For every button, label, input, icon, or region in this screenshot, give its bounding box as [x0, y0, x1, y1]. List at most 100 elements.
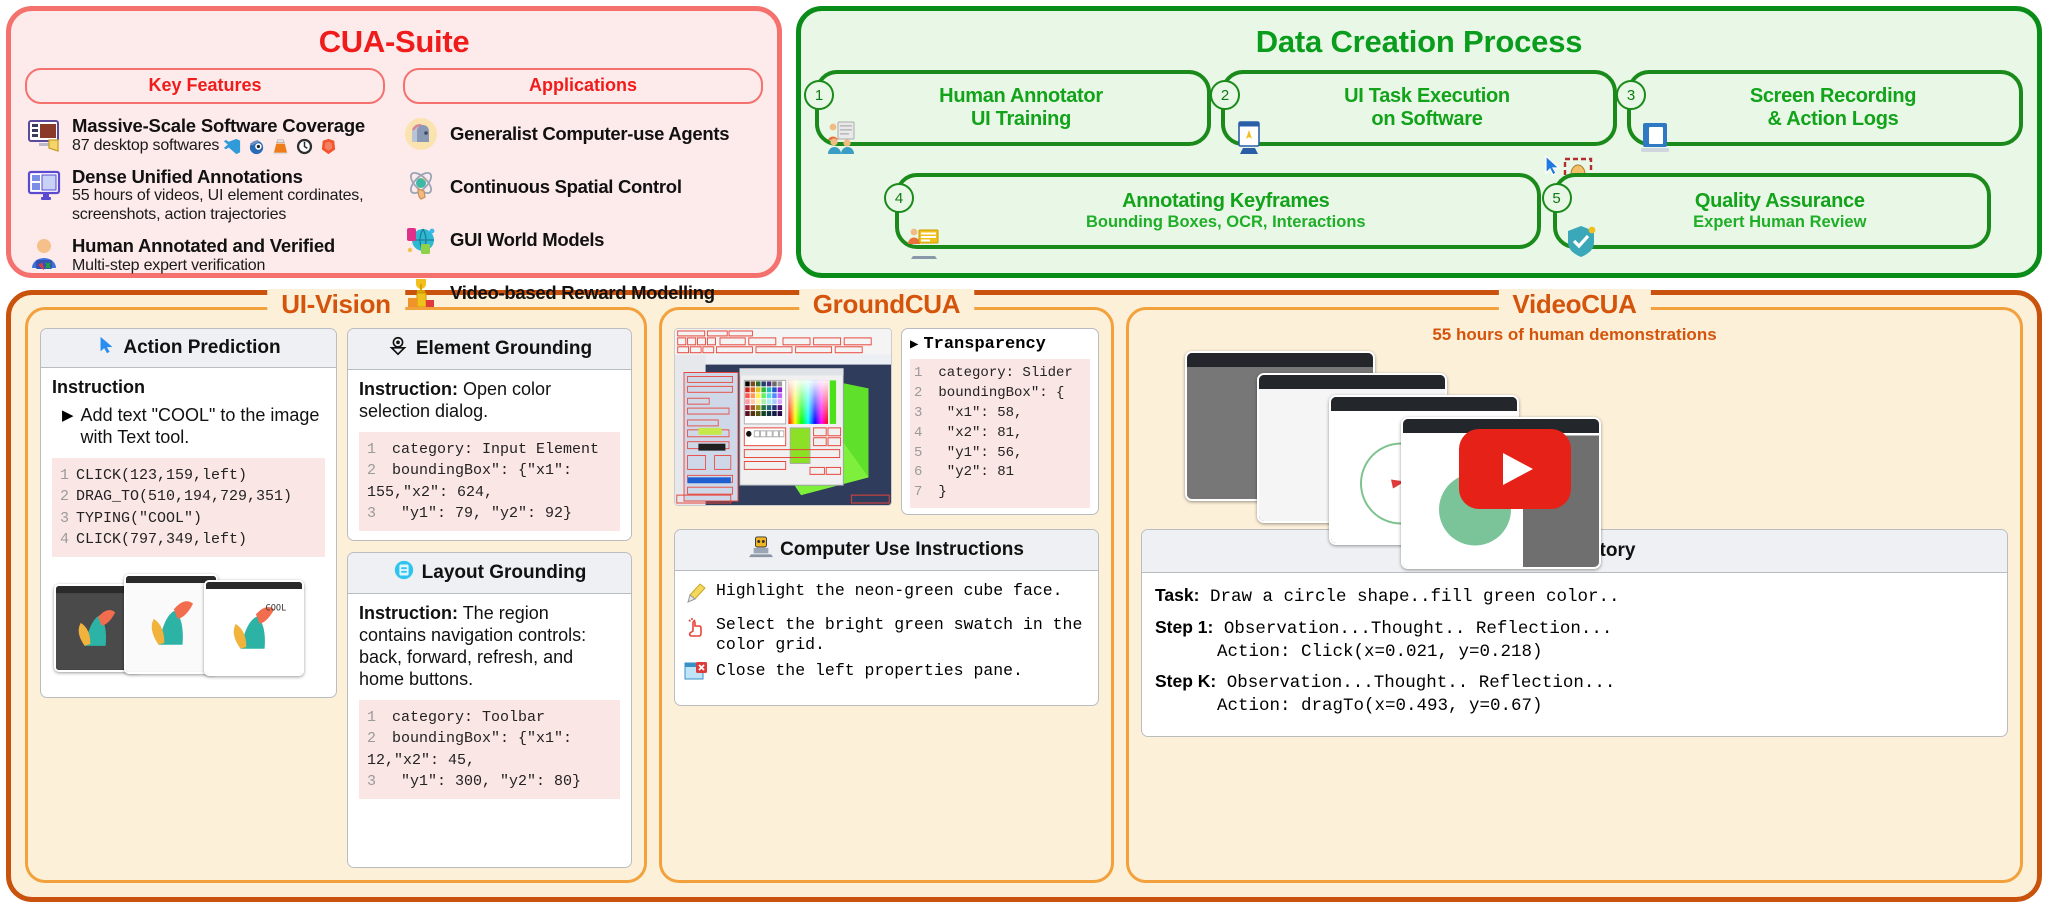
- youtube-play-icon[interactable]: [1459, 429, 1571, 514]
- element-grounding-header: Element Grounding: [348, 329, 631, 370]
- step-text: Observation...Thought.. Reflection...: [1226, 673, 1616, 694]
- gimp-icon: [297, 138, 313, 154]
- layout-grounding-body: Instruction: The region contains navigat…: [348, 594, 631, 808]
- videocua-panel: VideoCUA 55 hours of human demonstration…: [1126, 289, 2023, 883]
- step-action: Action: Click(x=0.021, y=0.218): [1217, 641, 1543, 662]
- transparency-header: ▶ Transparency: [910, 335, 1090, 354]
- code-line: "y1": 79, "y2": 92}: [392, 504, 573, 522]
- code-line: }: [938, 484, 947, 501]
- atom-pointer-icon: [403, 169, 439, 205]
- code-line: "y2": 81: [938, 464, 1015, 481]
- feature-subtitle: 55 hours of videos, UI element cordinate…: [72, 187, 364, 224]
- step-label-line1: Annotating Keyframes: [1122, 190, 1330, 213]
- feature-item: Dense Unified Annotations 55 hours of vi…: [25, 165, 385, 225]
- code-line: DRAG_TO(510,194,729,351): [76, 488, 293, 506]
- instruction-text: Select the bright green swatch in the co…: [716, 614, 1083, 655]
- element-grounding-code: 1 category: Input Element 2 boundingBox"…: [359, 431, 620, 532]
- instruction-text: Open color selection dialog.: [359, 379, 552, 421]
- layout-grounding-card: Layout Grounding Instruction: The region…: [347, 552, 632, 868]
- code-line: CLICK(797,349,left): [76, 530, 248, 548]
- step-label-line2: Expert Human Review: [1693, 212, 1867, 231]
- data-creation-title: Data Creation Process: [1255, 24, 1583, 59]
- code-line: category: Input Element: [392, 440, 600, 458]
- map-pin-icon: [387, 335, 409, 363]
- element-grounding-title: Element Grounding: [415, 338, 593, 359]
- blender-icon: [250, 139, 264, 154]
- annotating-laptop-icon: [905, 223, 941, 259]
- step-label: Step K:: [1155, 671, 1217, 692]
- process-step-5: 5 Quality Assurance Expert Human Review: [1541, 173, 1991, 257]
- data-creation-steps-row-2: 4 Annotating Keyframes Bounding Boxes, O…: [815, 154, 2023, 259]
- triangle-bullet-icon: ▶: [62, 407, 74, 424]
- step-label-line2: & Action Logs: [1767, 108, 1899, 130]
- step-number: 4: [884, 183, 914, 213]
- step-label-line1: Human Annotator: [939, 85, 1103, 108]
- cursor-arrow-icon: [1539, 153, 1565, 184]
- layout-grounding-header: Layout Grounding: [348, 553, 631, 595]
- gui-world-icon: [403, 222, 439, 258]
- instruction-label: Instruction:: [359, 379, 458, 399]
- action-prediction-thumbnails: COOL: [52, 570, 325, 688]
- applications-column: Applications Generalist Computer-use Age…: [403, 68, 763, 328]
- code-line: "x2": 81,: [938, 424, 1023, 441]
- step-number: 2: [1210, 80, 1240, 110]
- instruction-text: The region contains navigation controls:…: [359, 603, 587, 689]
- annotator-training-icon: [825, 120, 861, 156]
- ui-vision-title: UI-Vision: [267, 289, 405, 320]
- code-line: category: Slider: [938, 365, 1073, 381]
- code-line: "x1": 58,: [938, 404, 1023, 421]
- step-number: 1: [804, 80, 834, 110]
- application-item: Continuous Spatial Control: [403, 169, 763, 205]
- trajectory-step: Step 1: Observation...Thought.. Reflecti…: [1155, 616, 1994, 664]
- task-label: Task:: [1155, 585, 1200, 605]
- computer-use-instructions-header: Computer Use Instructions: [675, 530, 1098, 572]
- applications-pill: Applications: [403, 68, 763, 104]
- layout-grounding-instruction: Instruction: The region contains navigat…: [359, 603, 620, 691]
- groundcua-json-code: 1 category: Slider 2 boundingBox": { 3 "…: [910, 359, 1090, 509]
- feature-subtitle: 87 desktop softwares: [72, 137, 385, 156]
- close-pane-icon: [684, 661, 708, 690]
- groundcua-json-panel: ▶ Transparency 1 category: Slider 2 boun…: [901, 328, 1099, 516]
- play-triangle-icon: ▶: [910, 337, 919, 353]
- application-label: Video-based Reward Modelling: [450, 282, 715, 303]
- computer-use-instructions-title: Computer Use Instructions: [780, 539, 1024, 561]
- code-line: "y1": 300, "y2": 80}: [392, 772, 582, 790]
- process-step-4: 4 Annotating Keyframes Bounding Boxes, O…: [884, 154, 1592, 259]
- brave-icon: [322, 138, 336, 154]
- code-line: boundingBox": {"x1": 155,"x2": 624,: [367, 462, 573, 501]
- code-line: boundingBox": {: [938, 384, 1065, 401]
- step-label-line2: UI Training: [970, 108, 1072, 130]
- transparency-label: Transparency: [923, 335, 1046, 354]
- agent-head-icon: [403, 116, 439, 152]
- instruction-text: Add text "COOL" to the image with Text t…: [80, 405, 320, 447]
- layout-grounding-title: Layout Grounding: [421, 562, 587, 584]
- step-text: Observation...Thought.. Reflection...: [1223, 618, 1613, 639]
- code-line: "y1": 56,: [938, 444, 1023, 461]
- data-creation-panel: Data Creation Process 1 Hum: [796, 6, 2042, 278]
- computer-use-instructions-body: Highlight the neon-green cube face. Sele…: [675, 571, 1098, 705]
- action-prediction-column: Action Prediction Instruction ▶ Add text…: [40, 328, 337, 868]
- application-label: GUI World Models: [450, 229, 605, 250]
- cua-suite-title: CUA-Suite: [318, 24, 470, 59]
- application-item: Generalist Computer-use Agents: [403, 116, 763, 152]
- annotations-monitor-icon: [25, 167, 63, 205]
- code-line: boundingBox": {"x1": 12,"x2": 45,: [367, 730, 573, 769]
- action-prediction-card: Action Prediction Instruction ▶ Add text…: [40, 328, 337, 699]
- desktop-monitor-icon: [25, 116, 63, 154]
- videocua-subtitle: 55 hours of human demonstrations: [1432, 325, 1717, 344]
- element-grounding-instruction: Instruction: Open color selection dialog…: [359, 379, 620, 423]
- application-label: Continuous Spatial Control: [450, 176, 682, 197]
- trajectory-task: Task: Draw a circle shape..fill green co…: [1155, 584, 1994, 609]
- key-features-pill: Key Features: [25, 68, 385, 104]
- highlighter-icon: [684, 581, 708, 610]
- top-row: CUA-Suite Key Features: [6, 6, 2042, 308]
- feature-item: Human Annotated and Verified Multi-step …: [25, 235, 385, 275]
- code-line: CLICK(123,159,left): [76, 466, 248, 484]
- cua-suite-panel: CUA-Suite Key Features: [6, 6, 782, 308]
- human-verified-icon: [25, 236, 63, 274]
- instruction-heading: Instruction: [52, 377, 145, 397]
- feature-title: Dense Unified Annotations: [72, 165, 303, 187]
- step-label: Step 1:: [1155, 616, 1214, 637]
